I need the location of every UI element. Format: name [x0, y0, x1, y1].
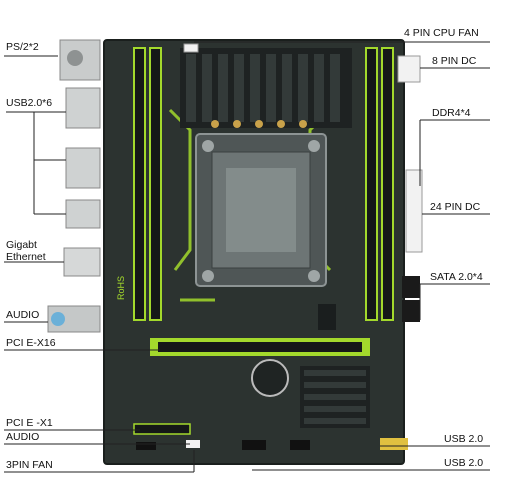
label-sata: SATA 2.0*4 — [430, 271, 483, 283]
chipset-heatsink — [300, 366, 370, 428]
usb-port-1 — [65, 87, 101, 129]
pcie-x1-slot — [133, 423, 191, 435]
cpu-fan-4pin-connector — [183, 43, 199, 53]
pcie-x16-slot — [150, 338, 370, 356]
callout-lines — [4, 41, 490, 473]
label-pcie-x16: PCI E-X16 — [6, 337, 56, 349]
bottom-headers — [136, 438, 408, 450]
label-usb20-b: USB 2.0 — [444, 457, 483, 469]
label-usb20x6: USB2.0*6 — [6, 97, 52, 109]
label-audio-bottom: AUDIO — [6, 431, 39, 443]
cmos-battery — [251, 359, 289, 397]
cpu-socket — [195, 133, 327, 287]
vrm-heatsink — [180, 48, 352, 128]
dc-24pin-connector — [405, 169, 423, 253]
usb-port-3 — [65, 199, 101, 229]
label-ethernet: Ethernet — [6, 251, 46, 263]
rohs-text: RoHS — [116, 276, 126, 300]
ps2-port — [59, 39, 101, 81]
label-ddr4x4: DDR4*4 — [432, 107, 471, 119]
label-4pin-cpu-fan: 4 PIN CPU FAN — [404, 27, 479, 39]
label-ps2: PS/2*2 — [6, 41, 39, 53]
label-3pin-fan: 3PIN FAN — [6, 459, 53, 471]
audio-jacks — [47, 305, 101, 333]
m2-slot — [318, 304, 336, 330]
dc-8pin-connector — [397, 55, 421, 83]
ethernet-port — [63, 247, 101, 277]
label-8pin-dc: 8 PIN DC — [432, 55, 477, 67]
usb-port-2 — [65, 147, 101, 189]
ram-slots — [133, 47, 394, 321]
sata-ports — [402, 276, 420, 322]
rear-io-panel — [47, 39, 101, 333]
label-24pin-dc: 24 PIN DC — [430, 201, 481, 213]
label-audio-left: AUDIO — [6, 309, 39, 321]
label-gigabit: Gigabt — [6, 239, 37, 251]
label-usb20-a: USB 2.0 — [444, 433, 483, 445]
label-pcie-x1: PCI E -X1 — [6, 417, 53, 429]
